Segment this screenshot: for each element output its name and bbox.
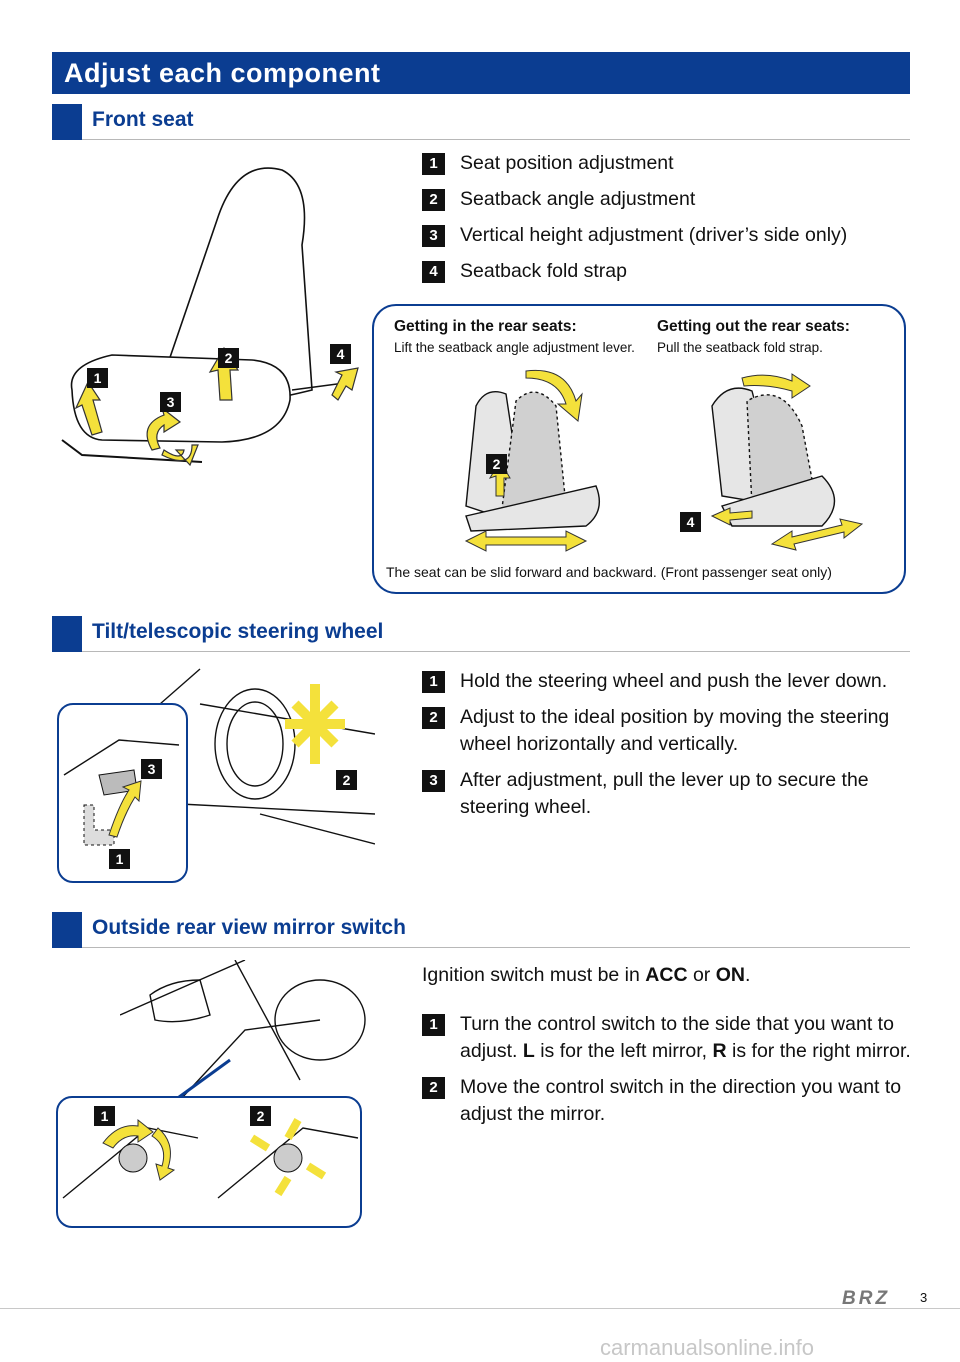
slide-footnote: The seat can be slid forward and backwar… — [386, 564, 832, 580]
getting-out-illustration: 4 — [680, 373, 864, 551]
mirror-badge-2-label: 2 — [257, 1108, 265, 1124]
step-number: 3 — [422, 770, 445, 792]
step-number: 2 — [422, 1077, 445, 1099]
step-text-b: is for the left mirror, — [534, 1040, 713, 1062]
step-item: 3 After adjustment, pull the lever up to … — [422, 767, 922, 821]
ignition-on: ON — [715, 964, 745, 986]
step-text-L: L — [522, 1040, 535, 1062]
step-text: After adjustment, pull the lever up to s… — [460, 769, 869, 818]
steering-wheel-illustration: 2 — [160, 668, 375, 845]
heading-rule — [82, 139, 910, 140]
badge-4-label: 4 — [337, 346, 345, 362]
mirror-switch-inset: 1 2 — [56, 1096, 362, 1228]
step-item: 2 Seatback angle adjustment — [422, 186, 922, 213]
lever-badge-3 — [141, 759, 162, 779]
step-number: 3 — [422, 225, 445, 247]
page-number: 3 — [920, 1290, 928, 1305]
step-text: Vertical height adjustment (driver’s sid… — [460, 224, 848, 246]
ignition-note: Ignition switch must be in ACC or ON. — [422, 962, 922, 989]
step-text-a: Turn the control switch to the side that… — [460, 1013, 894, 1062]
callout-badge-4-label: 4 — [687, 514, 695, 530]
step-text: Seat position adjustment — [460, 152, 674, 174]
steering-heading-text: Tilt/telescopic steering wheel — [92, 620, 384, 643]
step-text-R: R — [712, 1040, 727, 1062]
callout-badge-2-label: 2 — [493, 456, 501, 472]
ignition-text-a: Ignition switch must be in — [422, 964, 646, 986]
mirror-badge-1 — [94, 1106, 115, 1126]
step-number: 1 — [422, 671, 445, 693]
watermark: carmanualsonline.info — [600, 1335, 815, 1360]
mirror-heading-text: Outside rear view mirror switch — [92, 916, 406, 939]
callout-badge-2 — [486, 454, 507, 474]
step-number: 1 — [422, 1014, 445, 1036]
lever-badge-1 — [109, 849, 130, 869]
steering-lever-inset: 3 1 — [57, 703, 188, 883]
heading-marker — [52, 104, 82, 140]
page-title: Adjust each component — [52, 52, 910, 94]
steering-steps: 1 Hold the steering wheel and push the le… — [422, 668, 922, 830]
lever-illustration: 3 1 — [63, 739, 180, 869]
badge-4 — [330, 344, 351, 364]
badge-3 — [160, 392, 181, 412]
front-seat-illustration: 1 2 3 4 — [61, 167, 359, 467]
badge-2 — [218, 348, 239, 368]
step-item: 2 Move the control switch in the directio… — [422, 1074, 922, 1128]
getting-in-desc: Lift the seatback angle adjustment lever… — [394, 340, 635, 355]
getting-out-title: Getting out the rear seats: — [657, 318, 850, 335]
mirror-badge-2 — [250, 1106, 271, 1126]
badge-1-label: 1 — [94, 370, 102, 386]
step-text: Seatback angle adjustment — [460, 188, 696, 210]
step-item: 4 Seatback fold strap — [422, 258, 922, 285]
front-seat-heading: Front seat — [52, 104, 910, 140]
badge-2-label: 2 — [225, 350, 233, 366]
step-number: 1 — [422, 153, 445, 175]
step-item: 2 Adjust to the ideal position by moving … — [422, 704, 922, 758]
step-item: 1 Turn the control switch to the side tha… — [422, 1011, 922, 1065]
step-text: Adjust to the ideal position by moving t… — [460, 706, 890, 755]
step-text: Move the control switch in the direction… — [460, 1076, 902, 1125]
heading-rule — [82, 947, 910, 948]
rear-seat-callout: Getting in the rear seats: Lift the seat… — [372, 304, 906, 594]
steering-badge-2 — [336, 770, 357, 790]
footer-rule — [0, 1308, 960, 1309]
badge-1 — [87, 368, 108, 388]
callout-badge-4 — [680, 512, 701, 532]
step-item: 1 Seat position adjustment — [422, 150, 922, 177]
steering-badge-2-label: 2 — [343, 772, 351, 788]
front-seat-heading-text: Front seat — [92, 108, 194, 131]
mirror-badge-1-label: 1 — [101, 1108, 109, 1124]
heading-rule — [82, 651, 910, 652]
brand-logo: BRZ — [842, 1288, 891, 1309]
steering-heading: Tilt/telescopic steering wheel — [52, 616, 910, 652]
step-text: Hold the steering wheel and push the lev… — [460, 670, 888, 692]
lever-badge-1-label: 1 — [116, 851, 124, 867]
heading-marker — [52, 616, 82, 652]
step-text: Seatback fold strap — [460, 260, 627, 282]
step-number: 4 — [422, 261, 445, 283]
lever-badge-3-label: 3 — [148, 761, 156, 777]
step-number: 2 — [422, 707, 445, 729]
mirror-switch-illustration: 1 2 — [62, 1106, 359, 1199]
mirror-heading: Outside rear view mirror switch — [52, 912, 910, 948]
getting-in-title: Getting in the rear seats: — [394, 318, 577, 335]
step-item: 3 Vertical height adjustment (driver’s si… — [422, 222, 922, 249]
heading-marker — [52, 912, 82, 948]
front-seat-steps: 1 Seat position adjustment 2 Seatback angl… — [422, 150, 922, 294]
step-item: 1 Hold the steering wheel and push the le… — [422, 668, 922, 695]
ignition-acc: ACC — [645, 964, 688, 986]
step-number: 2 — [422, 189, 445, 211]
ignition-end: . — [744, 964, 751, 986]
seat-badges: 1 2 3 4 — [87, 344, 351, 412]
mirror-door-illustration — [120, 960, 366, 1100]
getting-in-illustration: 2 — [464, 369, 600, 552]
ignition-or: or — [687, 964, 716, 986]
getting-out-desc: Pull the seatback fold strap. — [657, 340, 823, 355]
step-text-c: is for the right mirror. — [726, 1040, 911, 1062]
badge-3-label: 3 — [167, 394, 175, 410]
